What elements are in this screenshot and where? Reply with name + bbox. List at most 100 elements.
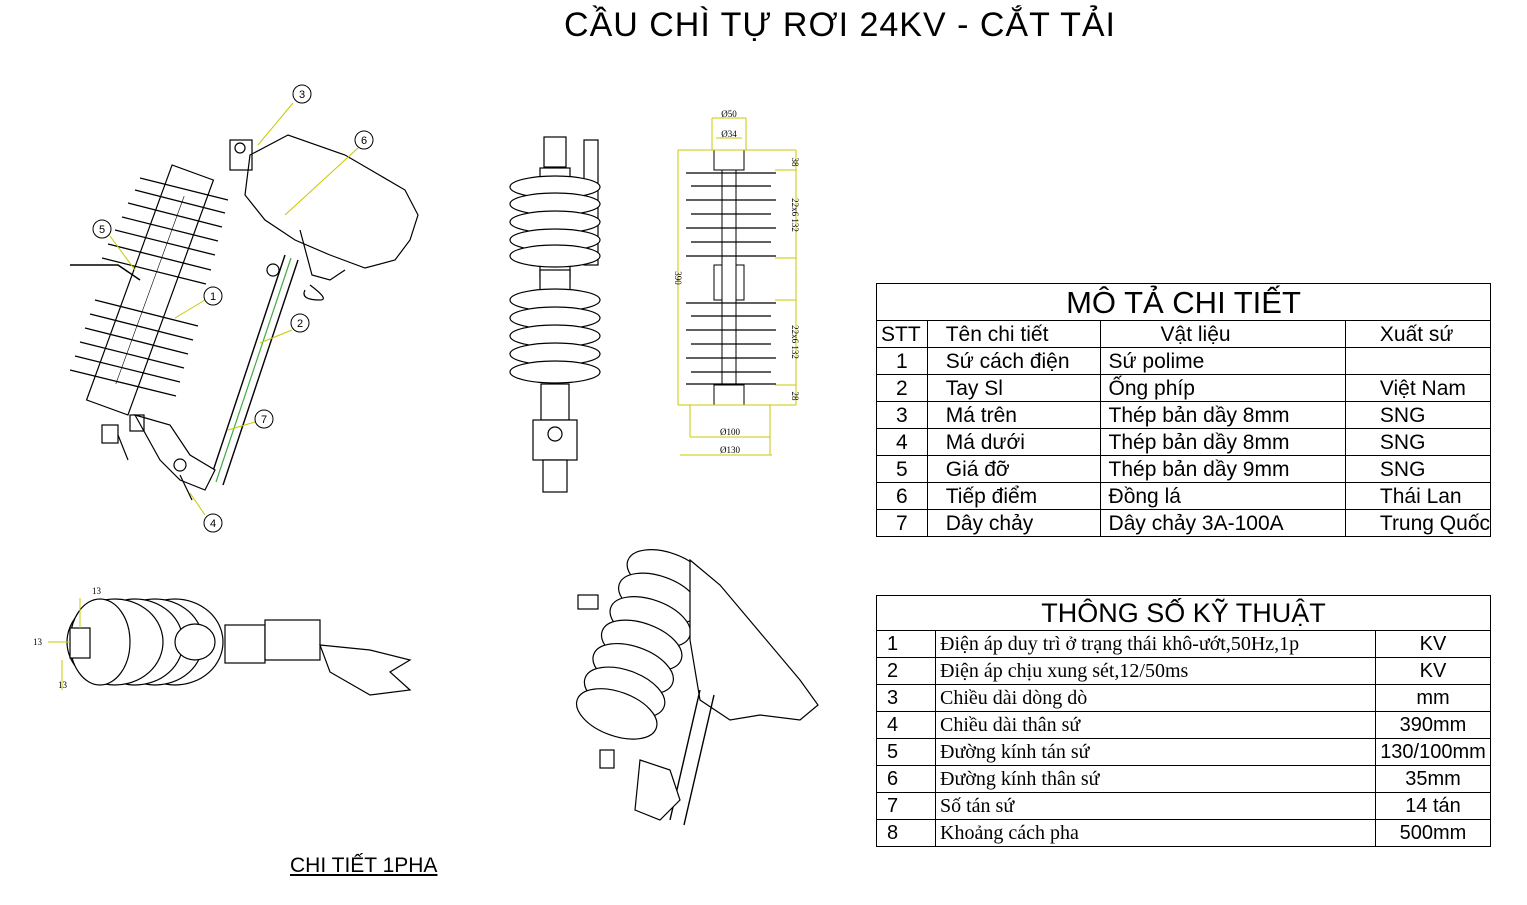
row-name: Má trên [926,401,1101,429]
dim-d50: Ø50 [721,109,737,119]
row-material: Đồng lá [1099,482,1346,510]
table-row: 3 Má trên Thép bản dầy 8mm SNG [876,401,1492,429]
spec-desc: Khoảng cách pha [935,819,1376,847]
row-origin: Thái Lan [1344,482,1492,510]
table-row: 5 Đường kính tán sứ 130/100mm [876,738,1491,766]
table-row: 4 Má dưới Thép bản dầy 8mm SNG [876,428,1492,456]
callout-5-label: 5 [99,224,105,236]
col-header-stt: STT [876,320,928,348]
table-row: 2 Điện áp chịu xung sét,12/50ms KV [876,657,1491,685]
dim-h28: 28 [790,392,800,402]
spec-desc: Điện áp chịu xung sét,12/50ms [935,657,1376,685]
dim-side13b: 13 [33,637,43,647]
callout-5 [92,219,112,239]
callout-2-label: 2 [297,318,303,330]
dim-d100: Ø100 [720,427,740,437]
spec-desc: Đường kính tán sứ [935,738,1376,766]
spec-value: KV [1375,657,1491,685]
row-name: Tiếp điểm [926,482,1101,510]
top-view [48,598,412,696]
row-stt: 3 [876,401,928,429]
dim-d130: Ø130 [720,445,740,455]
row-material: Dây chảy 3A-100A [1099,509,1346,537]
detail-table-title: MÔ TẢ CHI TIẾT [876,283,1491,321]
spec-num: 3 [876,684,936,712]
callout-4-label: 4 [210,518,216,530]
callout-3-label: 3 [299,89,305,101]
row-name: Dây chảy [926,509,1101,537]
spec-value: 35mm [1375,765,1491,793]
dim-h38: 38 [790,158,800,168]
row-material: Thép bản dầy 8mm [1099,428,1346,456]
main-cutout-view [69,102,419,516]
callout-6 [354,130,374,150]
dim-h132a: 22x6 132 [790,198,800,232]
spec-num: 6 [876,765,936,793]
callout-2 [290,313,310,333]
row-origin: SNG [1344,455,1492,483]
dim-side13c: 13 [58,680,68,690]
spec-desc: Chiều dài dòng dò [935,684,1376,712]
row-name: Má dưới [926,428,1101,456]
spec-value: mm [1375,684,1491,712]
row-stt: 7 [876,509,928,537]
row-name: Tay Sl [926,374,1101,402]
row-origin: Việt Nam [1344,374,1492,402]
row-material: Thép bản dầy 8mm [1099,401,1346,429]
spec-num: 2 [876,657,936,685]
row-name: Giá đỡ [926,455,1101,483]
detail-table: MÔ TẢ CHI TIẾT STT Tên chi tiết Vật liệu… [876,283,1492,537]
spec-desc: Chiều dài thân sứ [935,711,1376,739]
dim-d34: Ø34 [721,129,737,139]
dim-h390: 390 [673,271,683,285]
spec-num: 5 [876,738,936,766]
table-row: 7 Số tán sứ 14 tán [876,792,1491,820]
single-phase-detail-caption: CHI TIẾT 1PHA [290,854,438,877]
page-title: CẦU CHÌ TỰ RƠI 24KV - CẮT TẢI [564,6,1116,44]
row-material: Ống phíp [1099,374,1346,402]
perspective-view [575,549,819,826]
front-view [509,136,601,493]
row-origin: SNG [1344,428,1492,456]
table-row: 7 Dây chảy Dây chảy 3A-100A Trung Quốc [876,509,1492,537]
callout-4 [203,513,223,533]
row-stt: 5 [876,455,928,483]
dim-side13a: 13 [92,586,102,596]
table-row: 6 Tiếp điểm Đồng lá Thái Lan [876,482,1492,510]
row-material: Thép bản dầy 9mm [1099,455,1346,483]
callout-1-label: 1 [210,291,216,303]
spec-num: 4 [876,711,936,739]
spec-desc: Số tán sứ [935,792,1376,820]
spec-num: 8 [876,819,936,847]
row-material: Sứ polime [1099,347,1346,375]
col-header-name: Tên chi tiết [926,320,1101,348]
spec-value: 14 tán [1375,792,1491,820]
row-stt: 2 [876,374,928,402]
spec-num: 7 [876,792,936,820]
table-row: 1 Điện áp duy trì ở trạng thái khô-ướt,5… [876,630,1491,658]
row-origin: SNG [1344,401,1492,429]
callout-7 [254,409,274,429]
spec-value: 390mm [1375,711,1491,739]
callout-1 [203,286,223,306]
spec-value: 130/100mm [1375,738,1491,766]
spec-desc: Điện áp duy trì ở trạng thái khô-ướt,50H… [935,630,1376,658]
spec-desc: Đường kính thân sứ [935,765,1376,793]
detail-table-header: STT Tên chi tiết Vật liệu Xuất sứ [876,320,1492,348]
spec-value: 500mm [1375,819,1491,847]
row-origin [1344,347,1492,375]
table-row: 5 Giá đỡ Thép bản dầy 9mm SNG [876,455,1492,483]
row-origin: Trung Quốc [1344,509,1492,537]
table-row: 8 Khoảng cách pha 500mm [876,819,1491,847]
spec-table-title: THÔNG SỐ KỸ THUẬT [876,595,1491,631]
spec-num: 1 [876,630,936,658]
table-row: 1 Sứ cách điện Sứ polime [876,347,1492,375]
callout-3 [292,84,312,104]
table-row: 6 Đường kính thân sứ 35mm [876,765,1491,793]
row-stt: 1 [876,347,928,375]
table-row: 2 Tay Sl Ống phíp Việt Nam [876,374,1492,402]
spec-value: KV [1375,630,1491,658]
table-row: 4 Chiều dài thân sứ 390mm [876,711,1491,739]
table-row: 3 Chiều dài dòng dò mm [876,684,1491,712]
